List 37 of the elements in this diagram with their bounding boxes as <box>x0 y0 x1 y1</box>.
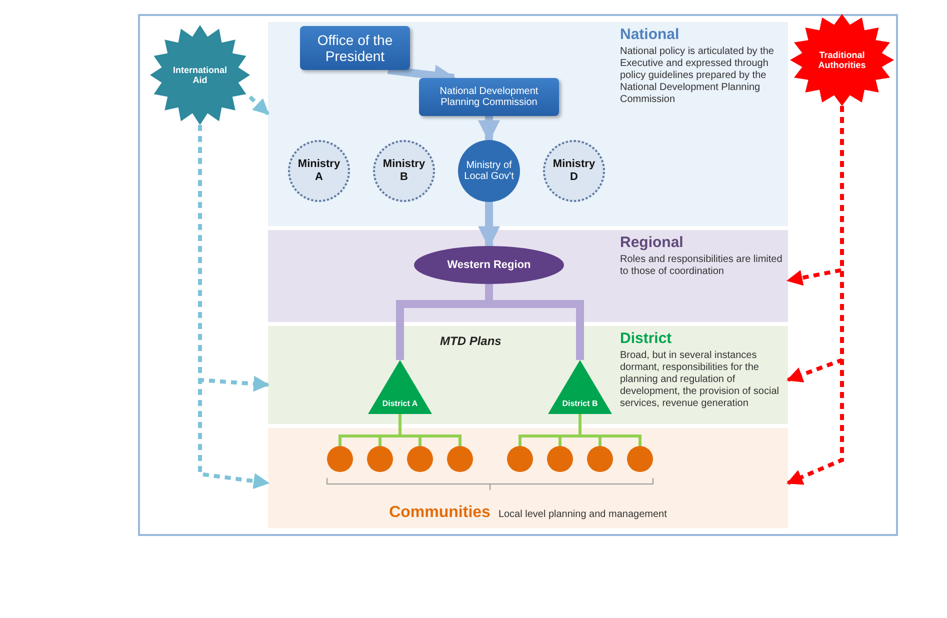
band-heading: District <box>620 330 672 347</box>
level-band <box>268 326 788 424</box>
community-dot <box>327 446 353 472</box>
band-heading: Regional <box>620 234 684 251</box>
ministry-circle: Ministry A <box>288 140 350 202</box>
process-box: Office of the President <box>300 26 410 70</box>
district-triangle: District B <box>548 360 612 414</box>
community-dot <box>547 446 573 472</box>
band-heading: Communities <box>389 504 490 522</box>
band-description: Broad, but in several instances dormant, responsibilities for the planning and regulation of development, the provision of social services, revenue generation <box>620 350 780 410</box>
district-triangle: District A <box>368 360 432 414</box>
band-heading: National <box>620 26 680 43</box>
arrow <box>478 202 500 248</box>
starburst-node: International Aid <box>150 25 250 125</box>
dashed-arrow <box>786 106 844 485</box>
band-note: MTD Plans <box>440 334 502 348</box>
level-band <box>268 428 788 528</box>
starburst-node: Traditional Authorities <box>790 14 894 106</box>
community-dot <box>367 446 393 472</box>
community-dot <box>507 446 533 472</box>
community-dot <box>627 446 653 472</box>
arrow <box>478 116 500 142</box>
band-description: National policy is articulated by the Executive and expressed through policy guidelines prepared by the National Development Planning Commission <box>620 46 775 106</box>
band-description: Roles and responsibilities are limited to those of coordination <box>620 254 784 278</box>
level-band <box>268 22 788 226</box>
ministry-circle: Ministry of Local Gov't <box>458 140 520 202</box>
dashed-arrow <box>248 96 270 116</box>
band-description: Local level planning and management <box>498 509 667 520</box>
ministry-circle: Ministry B <box>373 140 435 202</box>
community-dot <box>447 446 473 472</box>
level-band <box>268 230 788 322</box>
community-dot <box>587 446 613 472</box>
process-box: National Development Planning Commission <box>419 78 559 116</box>
region-ellipse: Western Region <box>414 246 564 284</box>
dashed-arrow <box>198 125 270 490</box>
ministry-circle: Ministry D <box>543 140 605 202</box>
community-dot <box>407 446 433 472</box>
